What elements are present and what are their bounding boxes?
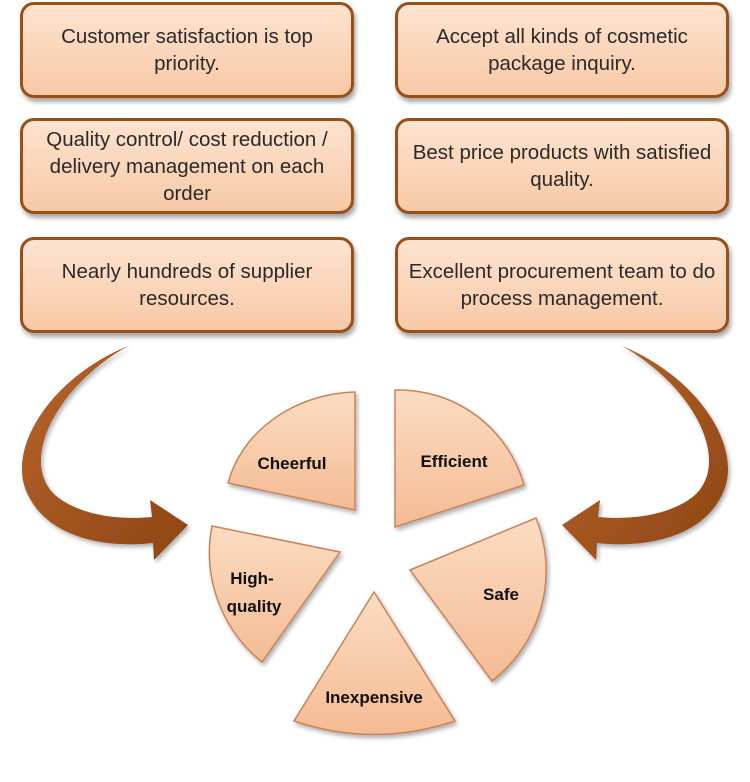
wedge-inexpensive bbox=[292, 590, 457, 736]
box-customer-satisfaction: Customer satisfaction is top priority. bbox=[20, 2, 354, 98]
left-curved-arrow-icon bbox=[21, 346, 189, 560]
label-efficient: Efficient bbox=[420, 452, 487, 471]
box-procurement-team: Excellent procurement team to do process… bbox=[395, 237, 729, 333]
label-high-quality-1: High- bbox=[230, 569, 273, 588]
box-supplier-resources-text: Nearly hundreds of supplier resources. bbox=[61, 260, 313, 310]
box-supplier-resources: Nearly hundreds of supplier resources. bbox=[20, 237, 354, 333]
label-cheerful: Cheerful bbox=[258, 454, 327, 473]
box-best-price-text: Best price products with satisfied quali… bbox=[412, 141, 712, 191]
label-high-quality-2: quality bbox=[227, 597, 282, 616]
label-inexpensive: Inexpensive bbox=[325, 688, 422, 707]
wedge-cheerful bbox=[227, 391, 356, 511]
box-procurement-team-text: Excellent procurement team to do process… bbox=[408, 260, 716, 310]
box-quality-control-text: Quality control/ cost reduction / delive… bbox=[46, 127, 328, 205]
right-curved-arrow-icon bbox=[562, 346, 729, 560]
box-customer-satisfaction-text: Customer satisfaction is top priority. bbox=[61, 25, 313, 75]
box-quality-control: Quality control/ cost reduction / delive… bbox=[20, 118, 354, 214]
wedge-high-quality bbox=[208, 525, 342, 664]
wedge-efficient bbox=[394, 389, 525, 529]
box-accept-inquiry-text: Accept all kinds of cosmetic package inq… bbox=[436, 25, 688, 75]
wedge-safe bbox=[408, 517, 547, 683]
box-accept-inquiry: Accept all kinds of cosmetic package inq… bbox=[395, 2, 729, 98]
label-safe: Safe bbox=[483, 585, 519, 604]
box-best-price: Best price products with satisfied quali… bbox=[395, 118, 729, 214]
